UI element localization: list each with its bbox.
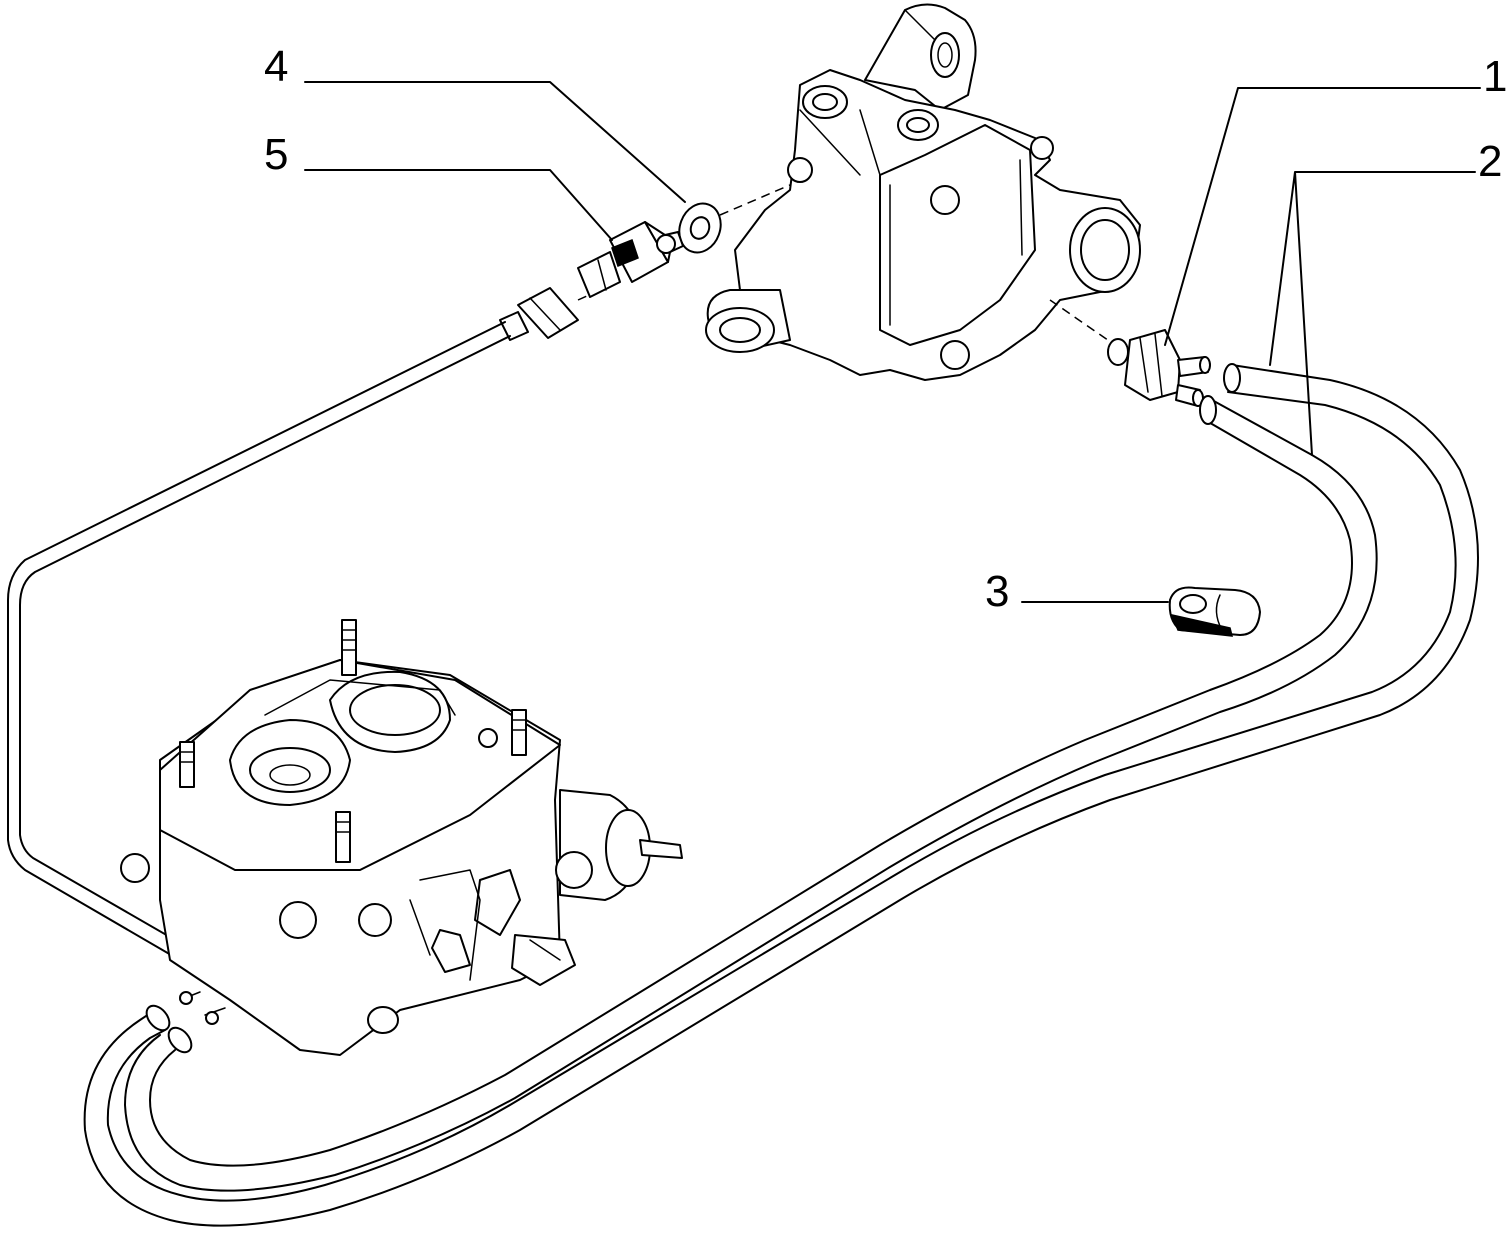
- leader-line-2: [1269, 171, 1476, 456]
- temperature-sensor-part-5: [577, 221, 684, 298]
- callout-2: 2: [1478, 137, 1503, 186]
- switch-part-1: [1107, 329, 1211, 407]
- thermostat-housing: [705, 3, 1141, 381]
- callout-4: 4: [264, 42, 289, 91]
- leader-line-4: [304, 81, 686, 203]
- coolant-hoses-part-2: [83, 363, 1479, 1227]
- callout-3: 3: [985, 567, 1010, 616]
- leader-line-1: [1164, 87, 1481, 346]
- leader-line-5: [304, 169, 613, 241]
- carburetor-studs: [179, 619, 527, 863]
- carburetor-linkage: [120, 789, 683, 1034]
- sensor-connector: [499, 287, 579, 341]
- washer-part-4: [678, 202, 722, 254]
- callout-5: 5: [264, 130, 289, 179]
- callout-1: 1: [1483, 52, 1508, 101]
- leader-lines: [304, 81, 1481, 603]
- carburetor: [120, 619, 683, 1056]
- clip-part-3: [1168, 586, 1261, 637]
